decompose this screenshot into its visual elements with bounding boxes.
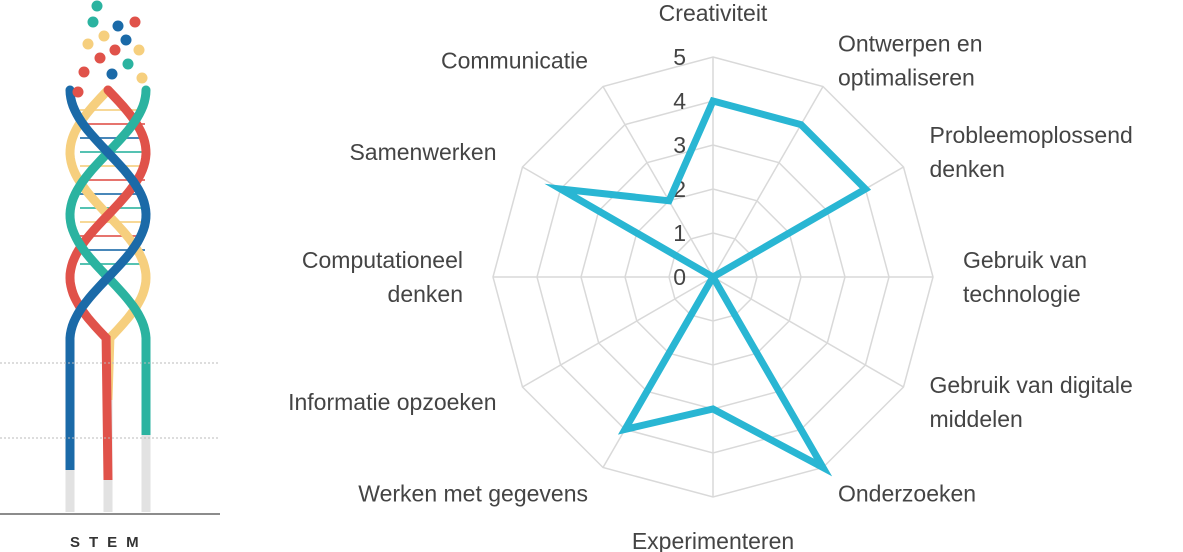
tick-label: 3	[673, 132, 686, 158]
axis-label: Samenwerken	[349, 139, 496, 165]
grid-spoke	[522, 276, 714, 388]
helix-strand	[65, 85, 151, 475]
confetti-dot	[120, 34, 132, 46]
confetti-dot	[112, 20, 124, 32]
logo-text: STEM	[70, 534, 148, 551]
helix-strand	[65, 85, 151, 485]
grid-spoke	[602, 86, 714, 278]
confetti-dot	[136, 72, 148, 84]
axis-label: Communicatie	[441, 48, 588, 74]
confetti-dot	[133, 44, 145, 56]
axis-label: Onderzoeken	[838, 481, 976, 507]
axis-label: Creativiteit	[659, 0, 768, 26]
confetti-dot	[82, 38, 94, 50]
grid-spoke	[712, 276, 904, 388]
confetti-dot	[91, 0, 103, 12]
helix-strand	[65, 85, 151, 440]
tick-label: 5	[673, 44, 686, 70]
tick-label: 1	[673, 220, 686, 246]
dna-helix-icon	[65, 0, 151, 512]
confetti-dot	[98, 30, 110, 42]
grid-spoke	[712, 86, 824, 278]
axis-label: Experimenteren	[632, 528, 794, 552]
stem-logo: STEM	[0, 0, 220, 551]
confetti-dot	[109, 44, 121, 56]
confetti-dot	[78, 66, 90, 78]
axis-label: Informatie opzoeken	[288, 389, 496, 415]
tick-label: 4	[673, 88, 686, 114]
axis-label: Werken met gegevens	[358, 481, 588, 507]
confetti-dot	[87, 16, 99, 28]
confetti-dot	[94, 52, 106, 64]
radar-series	[544, 96, 872, 477]
confetti-dot	[122, 58, 134, 70]
confetti-dot	[129, 16, 141, 28]
tick-label: 0	[673, 264, 686, 290]
confetti-dot	[72, 86, 84, 98]
confetti-dot	[106, 68, 118, 80]
